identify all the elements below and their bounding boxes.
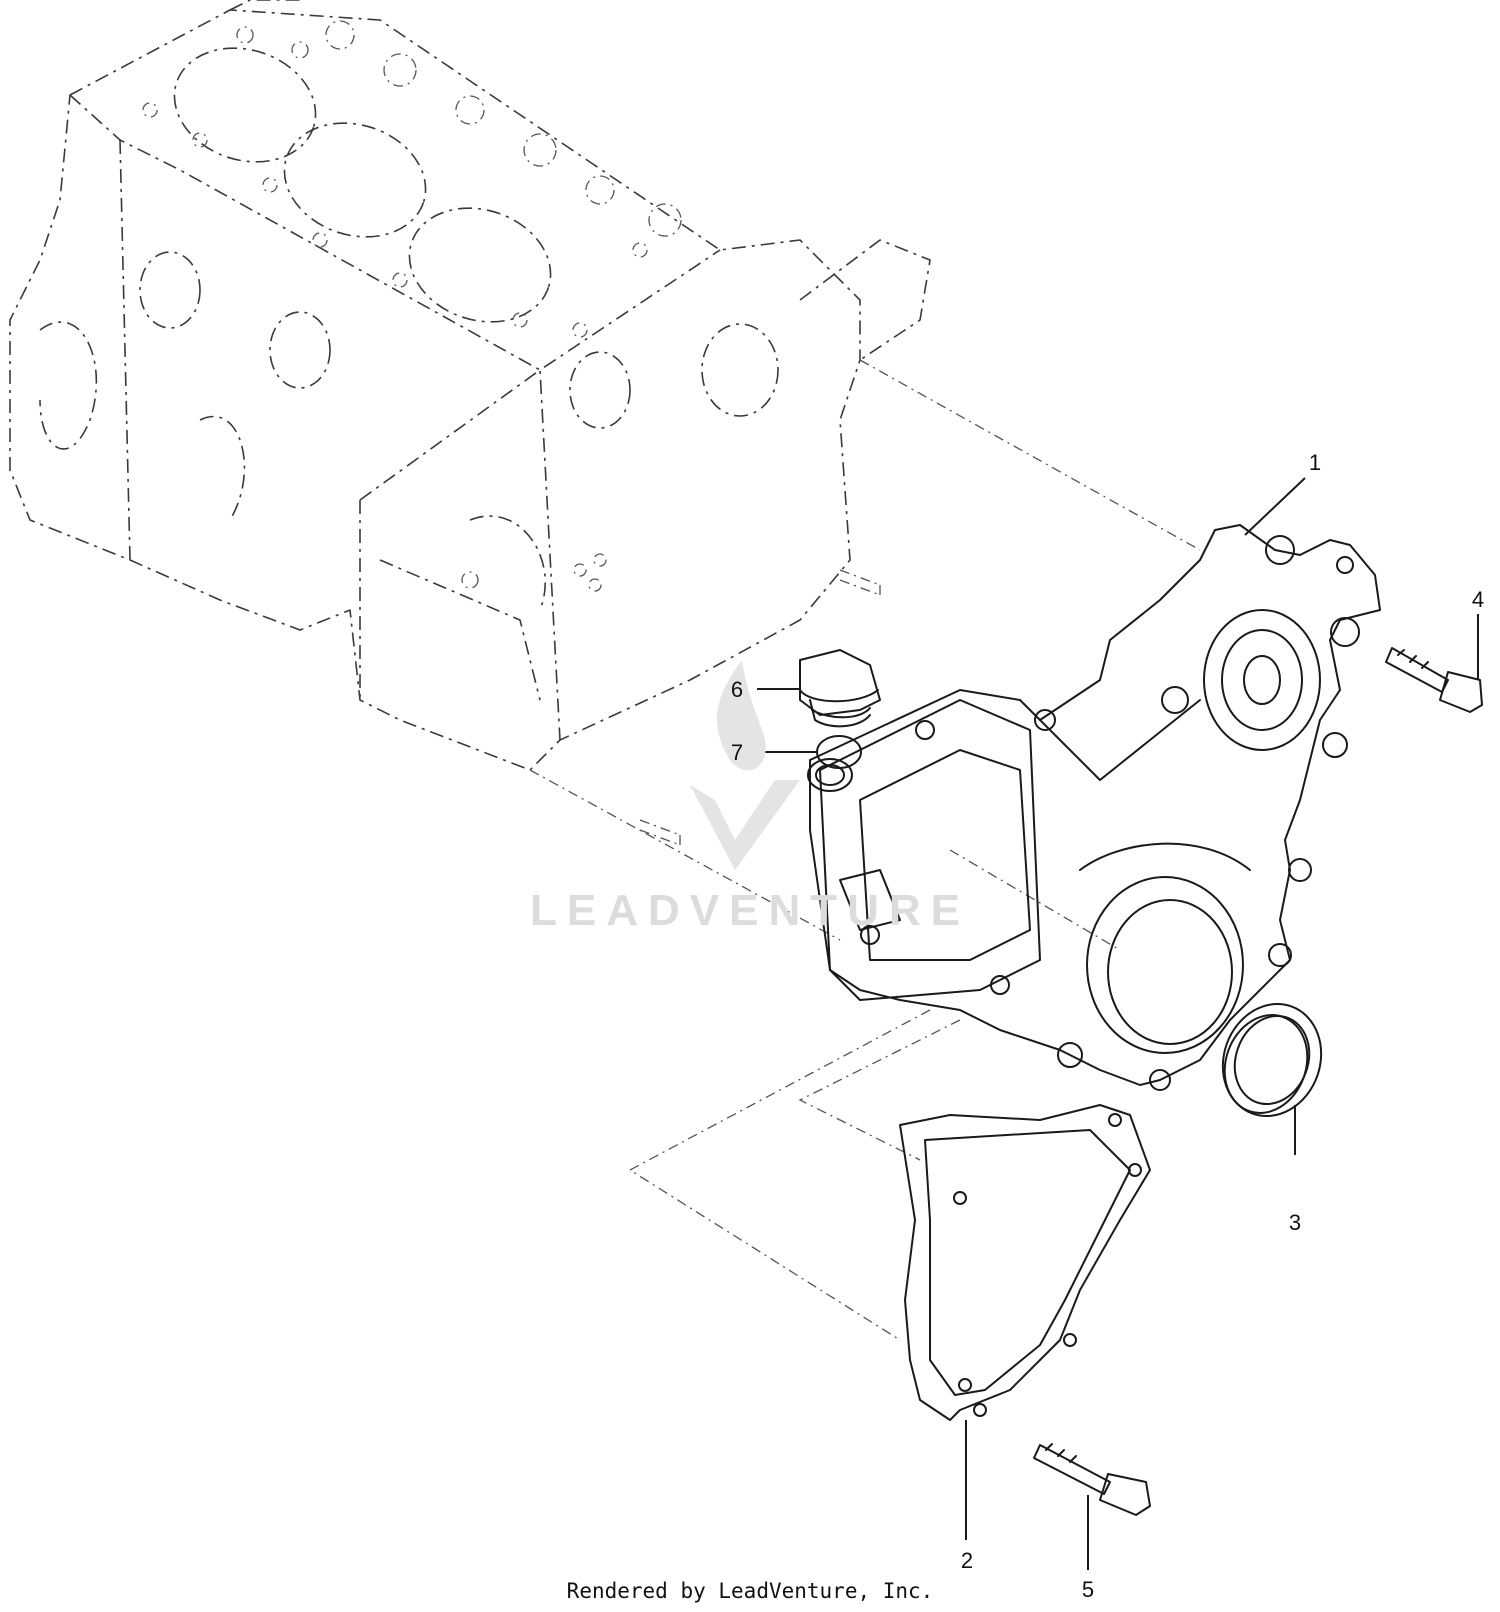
bolt-lower	[1033, 1443, 1151, 1516]
callout-4: 4	[1472, 587, 1484, 612]
callout-3: 3	[1289, 1210, 1301, 1235]
render-credit: Rendered by LeadVenture, Inc.	[567, 1579, 934, 1603]
callout-1: 1	[1309, 450, 1321, 475]
leader-lines	[757, 477, 1479, 1570]
gasket	[899, 1104, 1151, 1421]
callout-labels: 1 2 3 4 5 6 7	[731, 450, 1484, 1602]
filler-plug	[799, 649, 881, 728]
callout-6: 6	[731, 677, 743, 702]
callout-7: 7	[731, 740, 743, 765]
gear-case-cover	[807, 524, 1381, 1091]
v-logo-icon	[690, 780, 800, 870]
callout-2: 2	[961, 1548, 973, 1573]
oil-seal	[1221, 1002, 1323, 1118]
callout-5: 5	[1082, 1577, 1094, 1602]
engine-block-phantom	[9, 0, 931, 846]
flame-icon	[717, 660, 766, 771]
alignment-lines	[529, 359, 1201, 1341]
bolt-upper	[1385, 647, 1483, 713]
watermark-text: LEADVENTURE	[530, 886, 970, 935]
leadventure-watermark: LEADVENTURE	[530, 660, 970, 935]
